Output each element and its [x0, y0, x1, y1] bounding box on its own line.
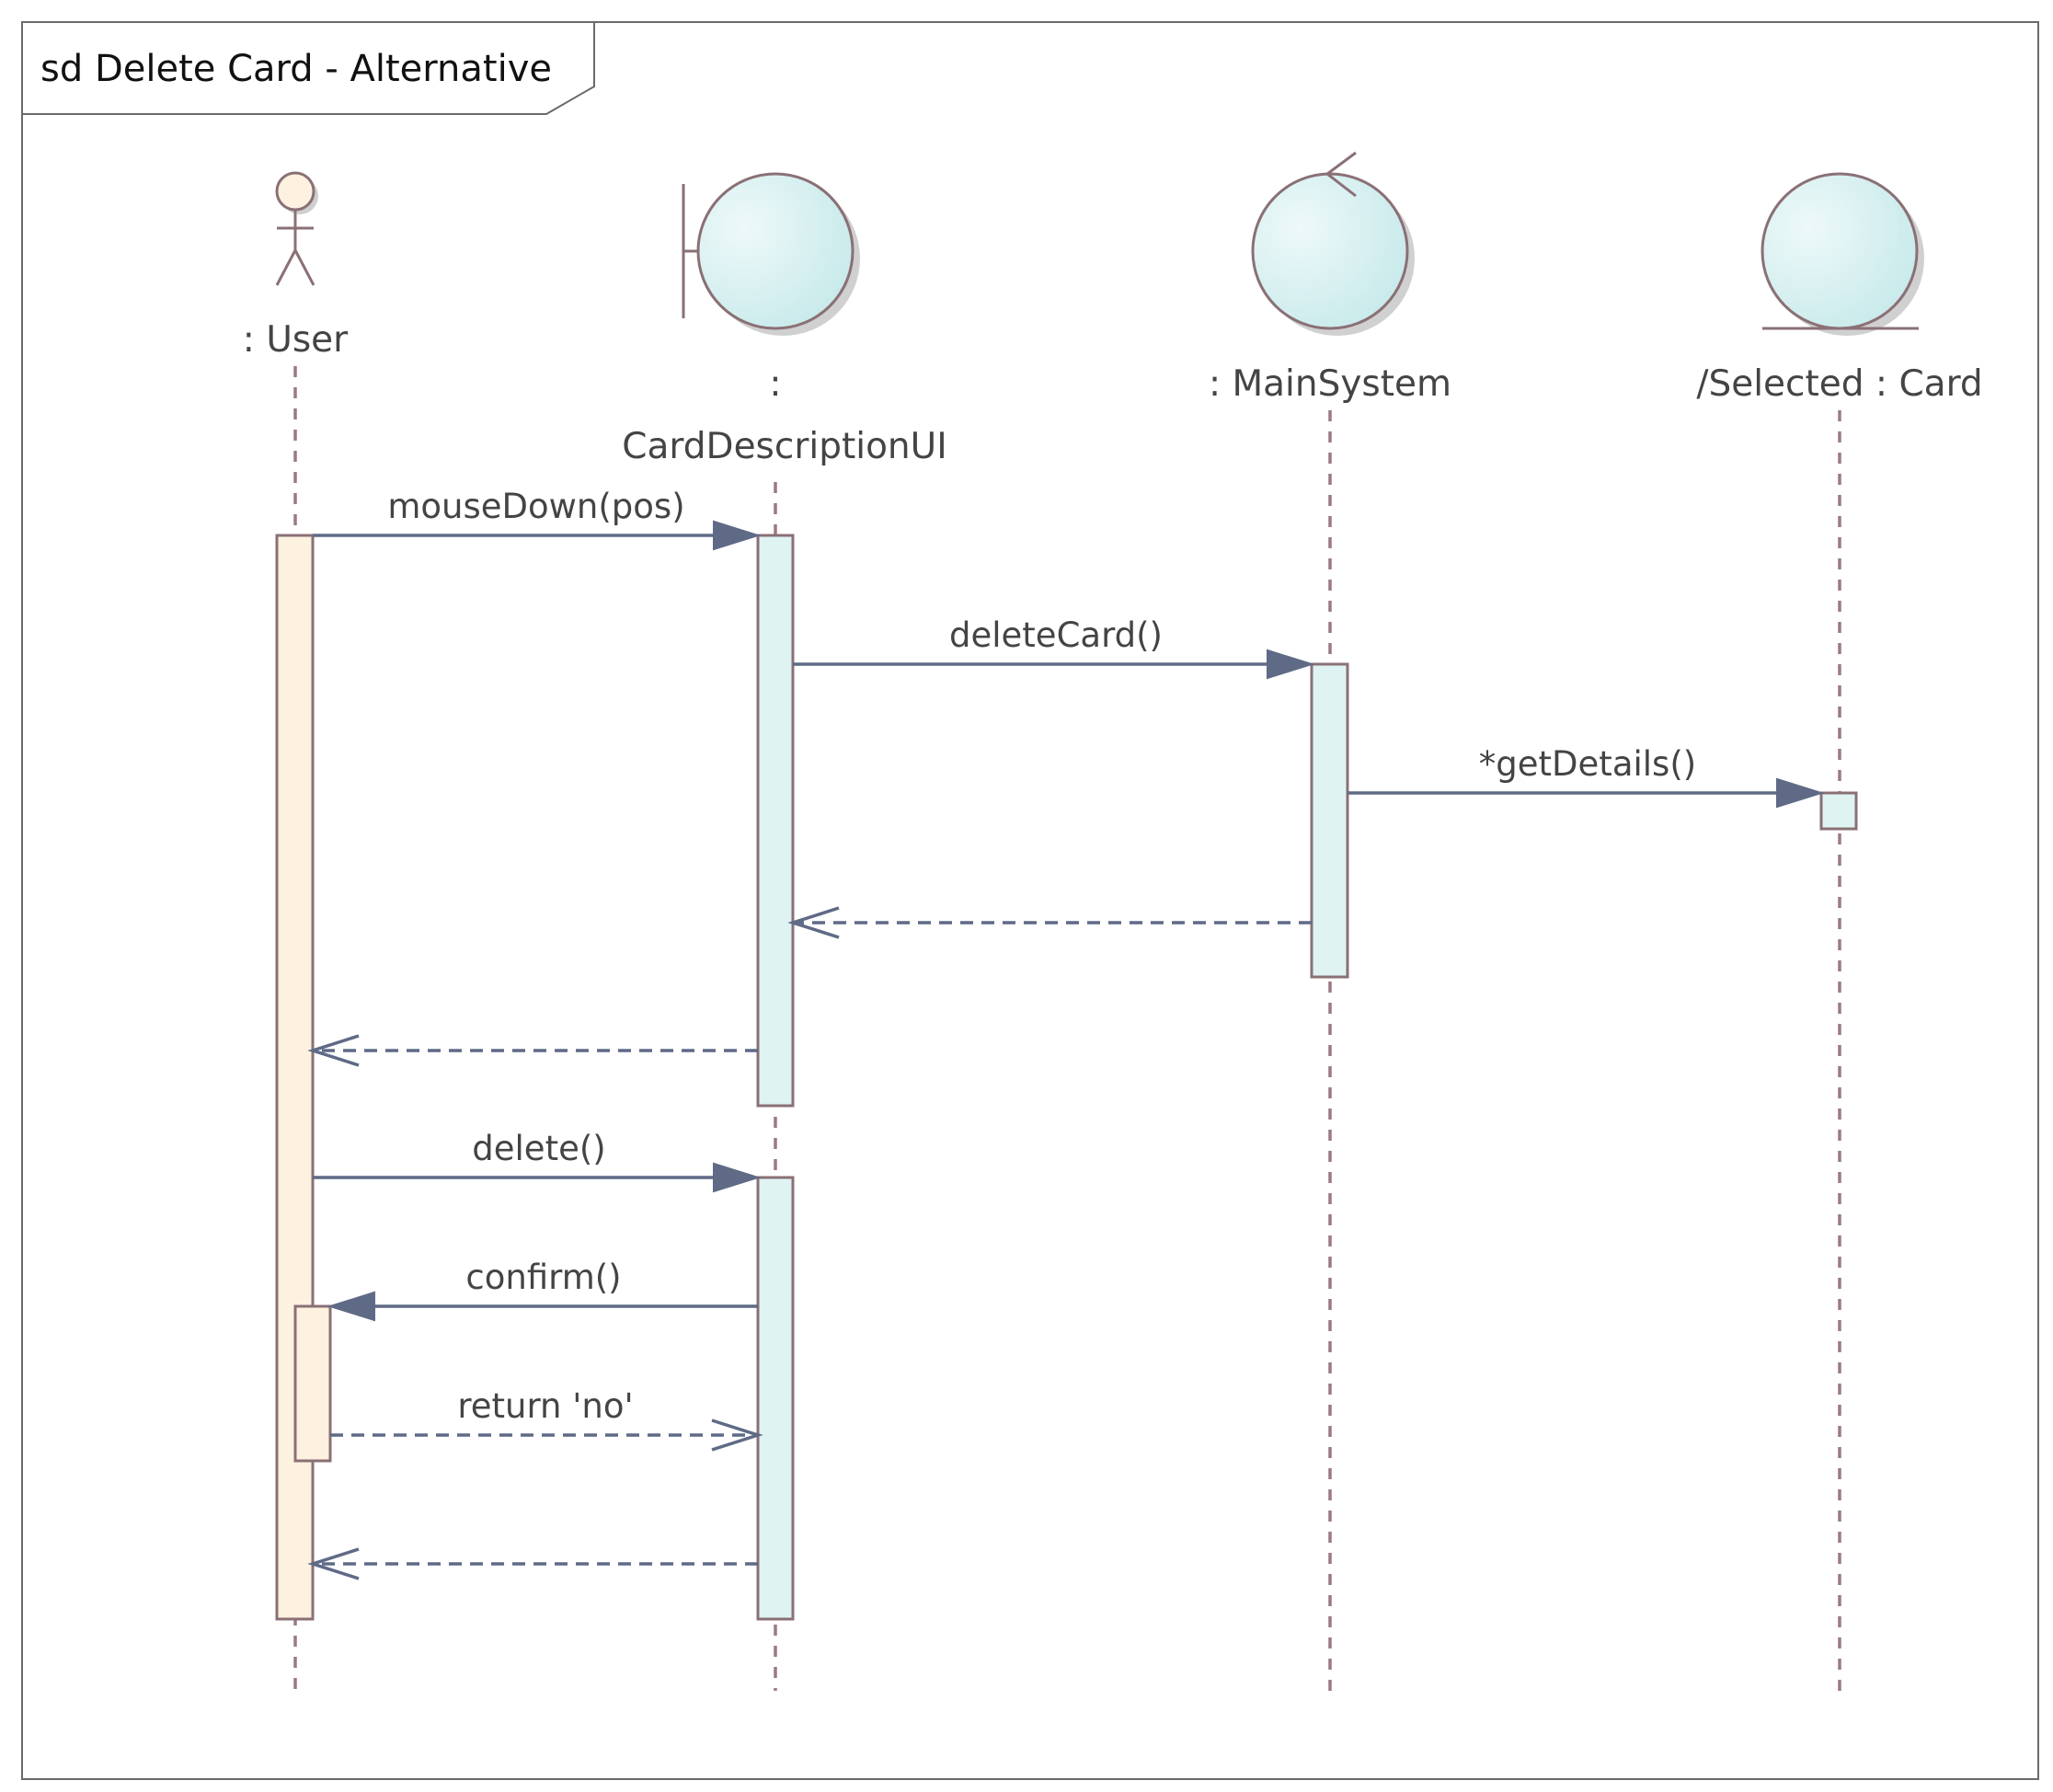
message-return-ui-to-user-1	[307, 1034, 758, 1067]
lifeline-label-ui-line1: :	[769, 363, 781, 405]
control-icon	[1251, 151, 1415, 336]
message-label: deleteCard()	[949, 615, 1163, 655]
message-label: *getDetails()	[1479, 744, 1696, 784]
activation-ui-2	[756, 1176, 795, 1621]
message-label: delete()	[472, 1129, 605, 1168]
message-return-ui-to-user-2	[307, 1547, 758, 1580]
lifeline-label-card: /Selected : Card	[1696, 363, 1982, 405]
lifeline-label-main: : MainSystem	[1209, 363, 1451, 405]
message-getdetails: *getDetails()	[1348, 744, 1825, 809]
message-label: mouseDown(pos)	[387, 487, 684, 526]
activations	[275, 534, 1858, 1621]
boundary-icon	[682, 172, 860, 336]
frame: sd Delete Card - Alternative	[21, 21, 2039, 1780]
message-label: return 'no'	[457, 1386, 633, 1426]
activation-user-nested	[293, 1304, 332, 1463]
message-return-main-to-ui	[787, 906, 1312, 939]
frame-title-tab	[21, 21, 595, 115]
activation-ui-1	[756, 534, 795, 1108]
message-deletecard: deleteCard()	[793, 615, 1315, 680]
lifeline-label-ui-line2: CardDescriptionUI	[622, 426, 946, 467]
activation-main	[1310, 662, 1349, 979]
actor-user-icon	[275, 171, 318, 286]
message-label: confirm()	[465, 1258, 621, 1297]
frame-title: sd Delete Card - Alternative	[40, 48, 552, 90]
message-delete: delete()	[313, 1129, 762, 1193]
activation-card	[1819, 791, 1858, 831]
message-mousedown: mouseDown(pos)	[313, 487, 762, 551]
lifeline-label-user: : User	[243, 319, 349, 361]
entity-icon	[1761, 172, 1924, 336]
message-return-no: return 'no'	[330, 1386, 763, 1452]
message-confirm: confirm()	[327, 1258, 758, 1322]
